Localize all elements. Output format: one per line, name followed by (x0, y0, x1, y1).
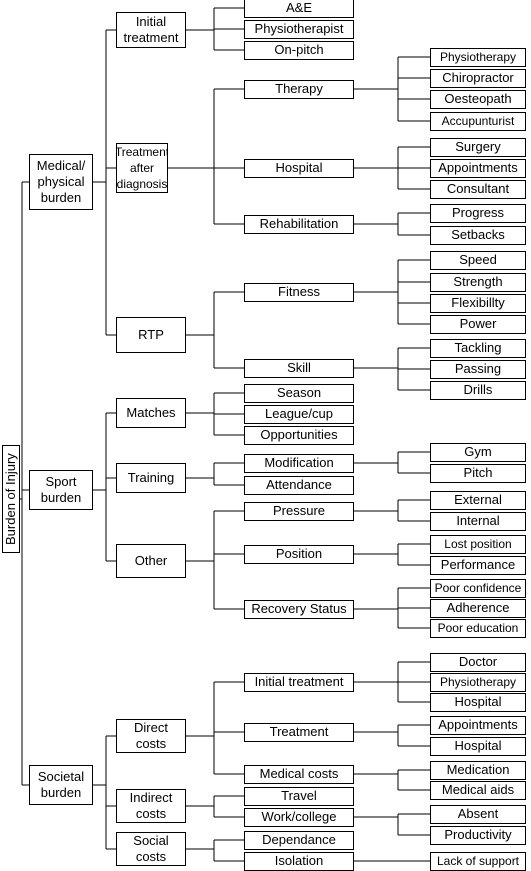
node-physiotherapy: Physiotherapy (430, 47, 526, 67)
node-opportunities: Opportunities (244, 425, 354, 445)
node-drills: Drills (430, 380, 526, 400)
node-medication: Medication (430, 760, 526, 780)
node-pressure: Pressure (244, 501, 354, 521)
node-direct-costs: Direct costs (116, 719, 186, 753)
node-setbacks: Setbacks (430, 225, 526, 245)
node-hospital: Hospital (430, 736, 526, 756)
node-passing: Passing (430, 359, 526, 379)
node-dependance: Dependance (244, 830, 354, 850)
node-pitch: Pitch (430, 463, 526, 483)
node-gym: Gym (430, 442, 526, 462)
node-consultant: Consultant (430, 179, 526, 199)
node-isolation: Isolation (244, 851, 354, 871)
node-tackling: Tackling (430, 338, 526, 358)
node-absent: Absent (430, 804, 526, 824)
node-external: External (430, 490, 526, 510)
node-lack-of-support: Lack of support (430, 851, 526, 871)
node-lost-position: Lost position (430, 534, 526, 554)
node-accupunturist: Accupunturist (430, 111, 526, 131)
node-a-e: A&E (244, 0, 354, 18)
node-social-costs: Social costs (116, 832, 186, 866)
node-physiotherapist: Physiotherapist (244, 19, 354, 39)
node-rehabilitation: Rehabilitation (244, 214, 354, 234)
node-physiotherapy: Physiotherapy (430, 672, 526, 692)
node-work-college: Work/college (244, 807, 354, 827)
node-season: Season (244, 383, 354, 403)
node-initial-treatment: Initial treatment (116, 12, 186, 48)
node-therapy: Therapy (244, 79, 354, 99)
node-strength: Strength (430, 272, 526, 292)
node-performance: Performance (430, 555, 526, 575)
node-recovery-status: Recovery Status (244, 599, 354, 619)
node-rtp: RTP (116, 317, 186, 353)
node-burden-of-injury: Burden of Injury (2, 445, 20, 553)
node-sport-burden: Sport burden (29, 470, 93, 510)
node-treatment: Treatment (244, 722, 354, 742)
node-on-pitch: On-pitch (244, 40, 354, 60)
node-indirect-costs: Indirect costs (116, 789, 186, 823)
node-medical-physical-burden: Medical/ physical burden (29, 154, 93, 210)
node-skill: Skill (244, 358, 354, 378)
node-fitness: Fitness (244, 282, 354, 302)
node-doctor: Doctor (430, 652, 526, 672)
node-oesteopath: Oesteopath (430, 89, 526, 109)
node-modification: Modification (244, 453, 354, 473)
node-internal: Internal (430, 511, 526, 531)
node-hospital: Hospital (244, 158, 354, 178)
node-appointments: Appointments (430, 715, 526, 735)
node-hospital: Hospital (430, 692, 526, 712)
node-position: Position (244, 544, 354, 564)
node-flexibillty: Flexibillty (430, 293, 526, 313)
node-treatment-after-diagnosis: Treatment after diagnosis (116, 143, 168, 193)
node-league-cup: League/cup (244, 404, 354, 424)
node-adherence: Adherence (430, 598, 526, 618)
node-training: Training (116, 463, 186, 493)
node-progress: Progress (430, 203, 526, 223)
node-attendance: Attendance (244, 475, 354, 495)
node-matches: Matches (116, 398, 186, 428)
node-travel: Travel (244, 786, 354, 806)
node-surgery: Surgery (430, 137, 526, 157)
node-power: Power (430, 314, 526, 334)
node-societal-burden: Societal burden (29, 765, 93, 805)
node-appointments: Appointments (430, 158, 526, 178)
node-medical-costs: Medical costs (244, 764, 354, 784)
node-poor-confidence: Poor confidence (430, 578, 526, 598)
node-productivity: Productivity (430, 825, 526, 845)
node-speed: Speed (430, 250, 526, 270)
node-other: Other (116, 544, 186, 578)
node-initial-treatment: Initial treatment (244, 672, 354, 692)
node-poor-education: Poor education (430, 618, 526, 638)
node-chiropractor: Chiropractor (430, 68, 526, 88)
node-medical-aids: Medical aids (430, 780, 526, 800)
